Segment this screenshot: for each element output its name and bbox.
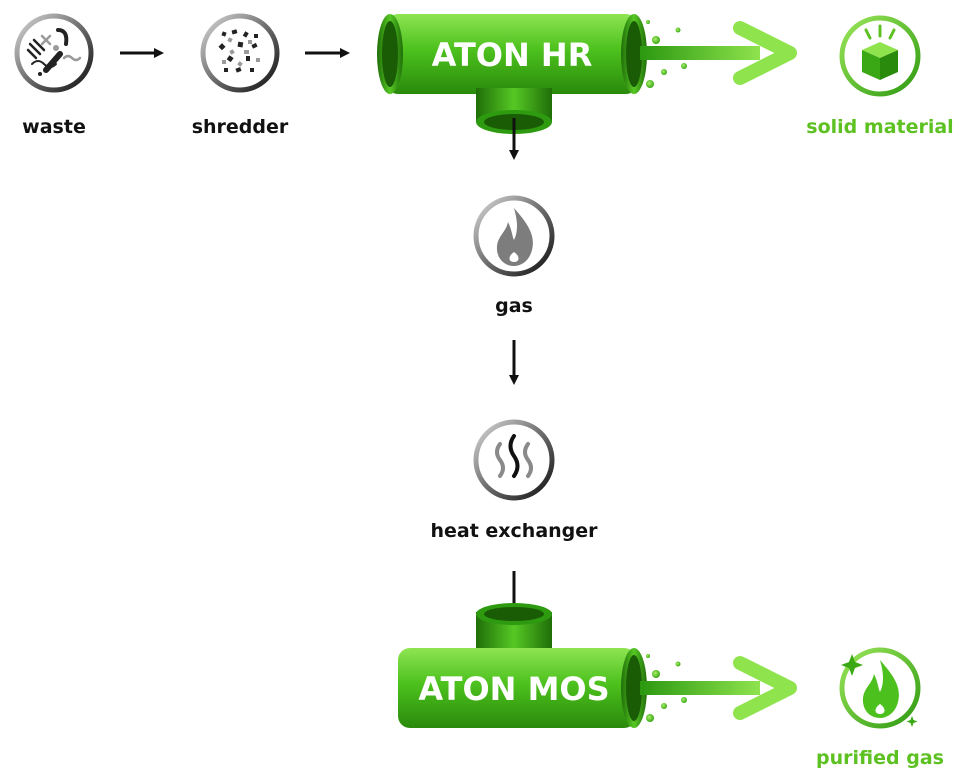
reactor-label: ATON HR xyxy=(432,36,593,74)
heat-exchanger-node xyxy=(473,419,555,501)
waste-debris-icon xyxy=(26,28,82,76)
sparkle-icon xyxy=(841,654,863,676)
purified-gas-node xyxy=(839,647,921,729)
solid-cube-icon xyxy=(862,24,898,80)
waste-node xyxy=(14,13,94,93)
heat-waves-icon xyxy=(495,434,533,478)
aton-mos-purifier xyxy=(398,603,647,728)
gas-node xyxy=(473,195,555,277)
solid-material-node xyxy=(839,15,921,97)
flow-arrow-to-purified-gas xyxy=(640,654,797,722)
shredder-label: shredder xyxy=(191,116,289,138)
exchanger-node-ring xyxy=(473,419,555,501)
aton-hr-reactor xyxy=(377,14,647,134)
gas-node-ring xyxy=(473,195,555,277)
waste-label: waste xyxy=(22,116,86,138)
purified-node-ring xyxy=(839,647,921,729)
heat-exchanger-label: heat exchanger xyxy=(430,520,598,542)
reactor-tube xyxy=(388,14,636,94)
purified-gas-label: purified gas xyxy=(816,747,944,769)
purifier-label: ATON MOS xyxy=(418,670,609,708)
flame-icon xyxy=(496,208,533,266)
solid-material-label: solid material xyxy=(806,116,954,138)
shredder-node-ring xyxy=(200,13,280,93)
purified-flame-icon xyxy=(862,660,899,718)
flow-arrow-to-solid xyxy=(640,20,797,88)
shredder-node xyxy=(200,13,280,93)
purifier-tube xyxy=(398,648,636,728)
waste-node-ring xyxy=(14,13,94,93)
gas-label: gas xyxy=(495,295,533,317)
shredded-pieces-icon xyxy=(218,29,260,73)
